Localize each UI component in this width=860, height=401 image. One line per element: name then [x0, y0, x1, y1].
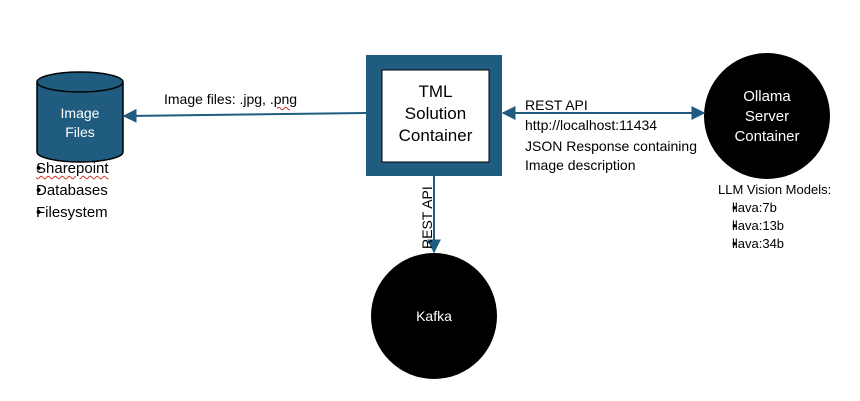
image-files-label: Image Files	[37, 104, 123, 142]
tml-line1: TML	[418, 82, 453, 101]
ollama-line3: Container	[734, 128, 800, 145]
ollama-endpoint-label: http://localhost:11434	[525, 117, 658, 133]
tml-line2: Solution	[404, 104, 467, 123]
tml-line3: Container	[398, 126, 473, 145]
sources-list: Sharepoint Databases Filesystem	[8, 158, 109, 224]
image-files-edge-label: Image files: .jpg, .png	[164, 90, 297, 108]
models-title: LLM Vision Models:	[718, 182, 832, 197]
tml-container-label: TML Solution Container	[382, 81, 489, 147]
image-files-cylinder	[36, 71, 124, 163]
sources-list-item: Filesystem	[8, 202, 109, 224]
ollama-container-label: Ollama Server Container	[704, 87, 830, 147]
arrow-tml-to-image-files	[122, 108, 367, 123]
ollama-response-label: JSON Response containing Image descripti…	[525, 137, 697, 175]
ollama-response-line2: Image description	[525, 157, 636, 173]
ollama-line2: Server	[744, 108, 790, 125]
model-item: llava:13b	[715, 217, 784, 235]
kafka-label: Kafka	[416, 308, 452, 324]
ollama-response-line1: JSON Response containing	[525, 138, 697, 154]
sources-list-item: Sharepoint	[8, 158, 109, 180]
kafka-rest-api-label: REST API	[419, 186, 435, 249]
ollama-server-circle	[704, 53, 830, 179]
image-files-line1: Image	[60, 105, 100, 121]
tml-solution-container-box	[366, 55, 502, 176]
sources-list-item: Databases	[8, 180, 109, 202]
image-files-line2: Files	[65, 124, 95, 140]
models-list: llava:7b llava:13b llava:34b	[715, 199, 784, 253]
image-files-edge-ext: png	[273, 91, 298, 107]
image-files-edge-prefix: Image files: .jpg, .	[164, 91, 274, 107]
ollama-rest-api-label: REST API	[525, 97, 588, 113]
model-item: llava:34b	[715, 235, 784, 253]
kafka-circle	[371, 253, 497, 379]
model-item: llava:7b	[715, 199, 784, 217]
ollama-line1: Ollama	[743, 88, 791, 105]
